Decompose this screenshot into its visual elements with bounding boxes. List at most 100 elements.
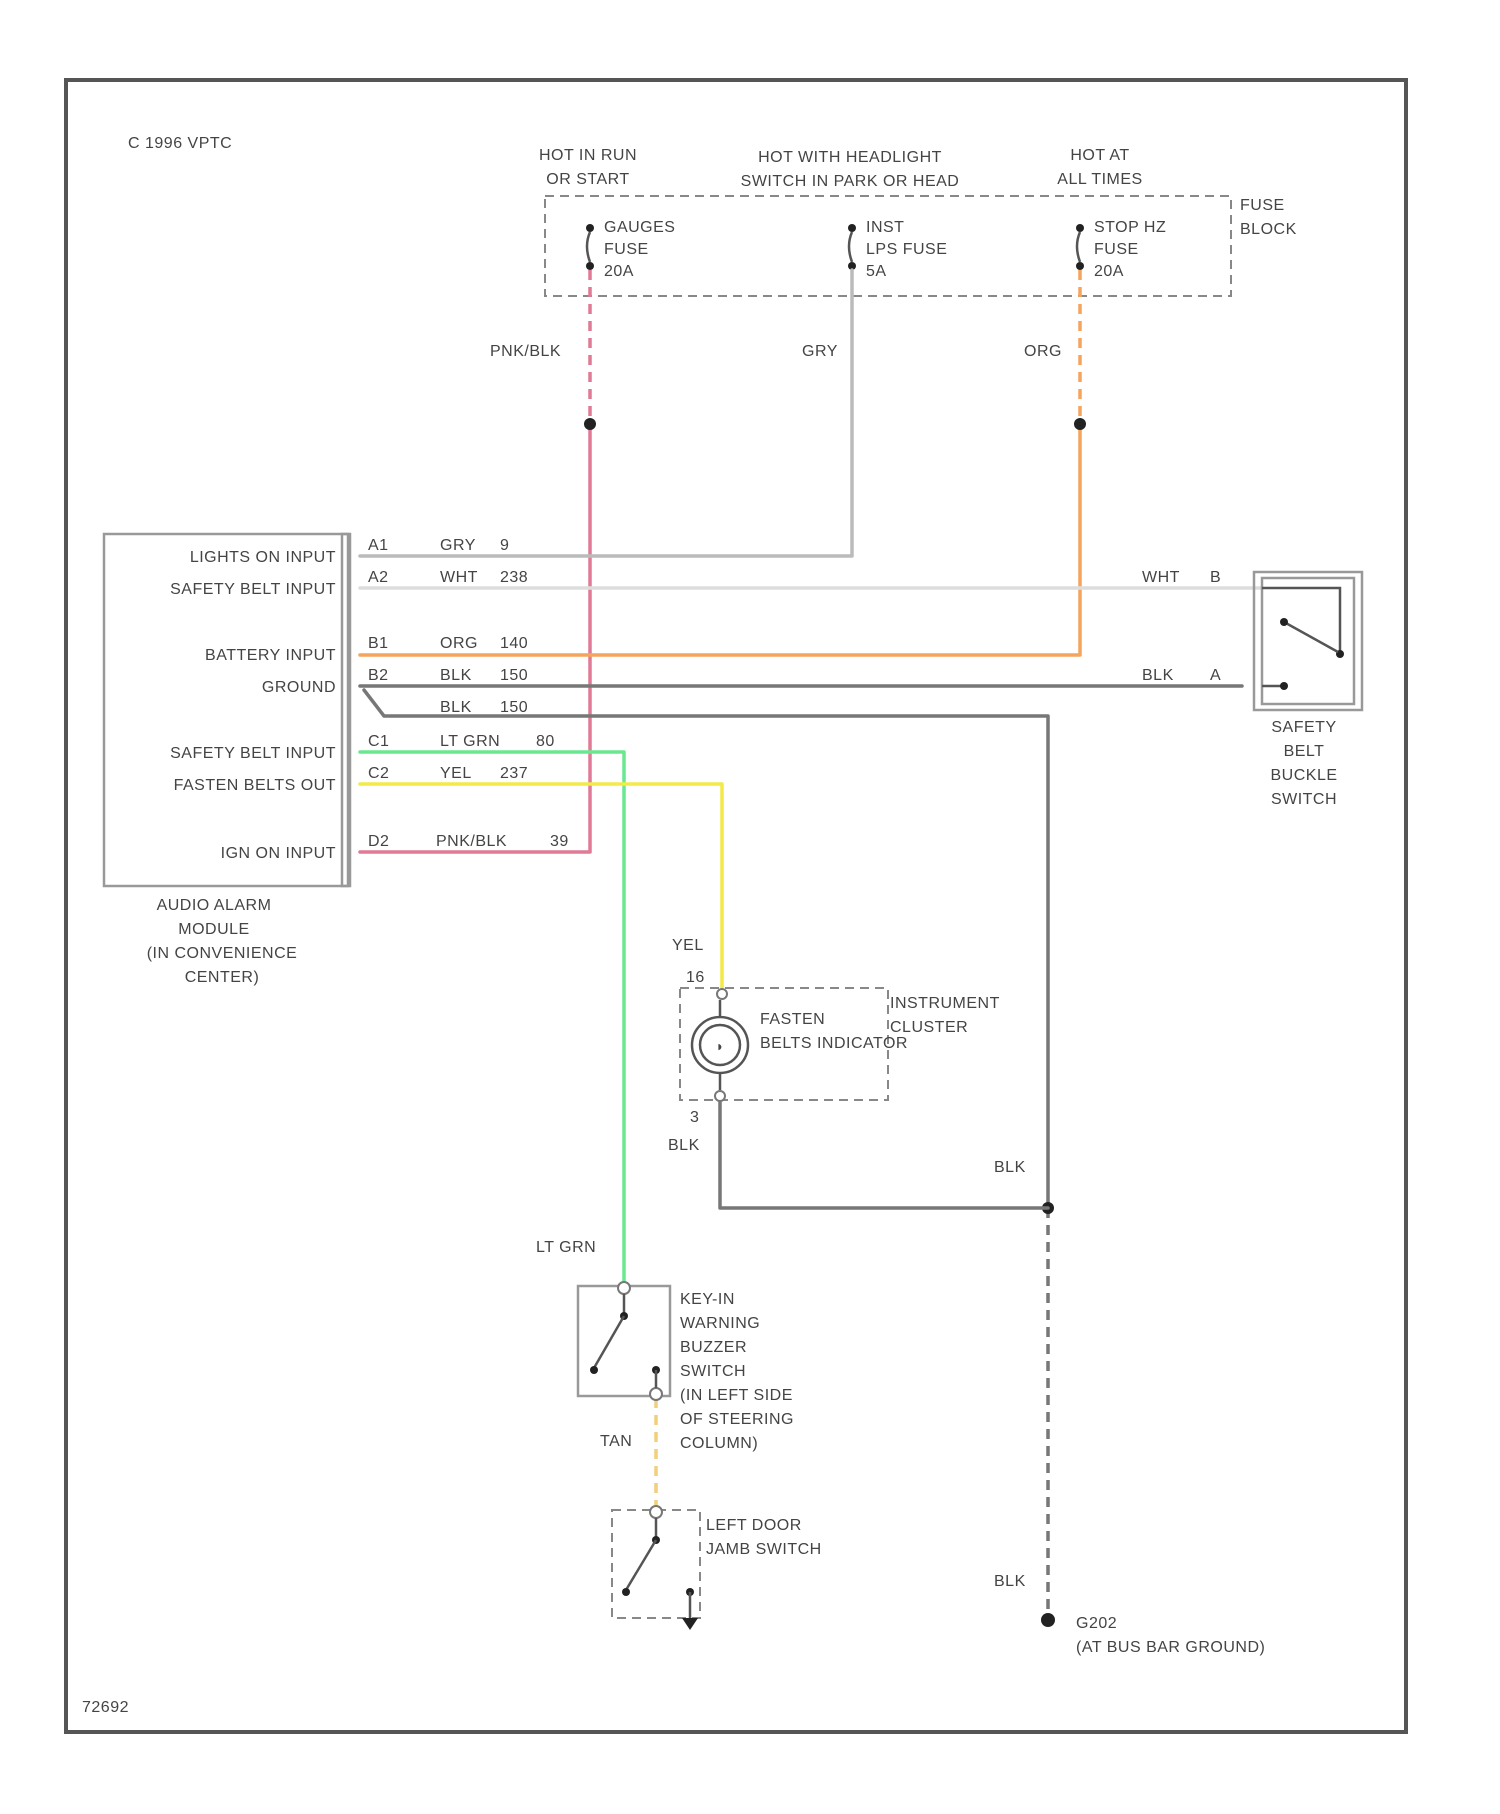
cluster-name-1: INSTRUMENT [890, 995, 1000, 1012]
audio-alarm-module: LIGHTS ON INPUT A1 GRY 9 SAFETY BELT INP… [104, 534, 569, 986]
ground-g202: G202 (AT BUS BAR GROUND) [1041, 1613, 1265, 1656]
module-pin-a2-label: SAFETY BELT INPUT [170, 581, 336, 598]
module-pin-b1-color: ORG [440, 635, 478, 652]
label-wht-b-pin: B [1210, 569, 1221, 586]
fuse-block-label-1: FUSE [1240, 197, 1285, 214]
label-tan: TAN [600, 1433, 632, 1450]
cluster-name-2: CLUSTER [890, 1019, 968, 1036]
door-switch-ground-icon [682, 1618, 698, 1630]
module-pin-c1-color: LT GRN [440, 733, 500, 750]
safety-belt-buckle-switch: SAFETY BELT BUCKLE SWITCH [1254, 572, 1362, 808]
belt-switch-name-3: BUCKLE [1270, 767, 1337, 784]
label-wht-b: WHT [1142, 569, 1180, 586]
gauges-fuse: GAUGES FUSE 20A [586, 219, 675, 280]
module-pin-a2-color: WHT [440, 569, 478, 586]
label-org: ORG [1024, 343, 1062, 360]
module-pin-a2-circuit: 238 [500, 569, 528, 586]
copyright-note: C 1996 VPTC [128, 135, 232, 152]
feed-headlight-1: HOT WITH HEADLIGHT [758, 149, 942, 166]
key-switch-name-5: (IN LEFT SIDE [680, 1387, 793, 1404]
indicator-lamp-glyph: ◗ [716, 1038, 725, 1054]
ground-icon [1041, 1613, 1055, 1627]
indicator-name-1: FASTEN [760, 1011, 825, 1028]
key-switch-name-7: COLUMN) [680, 1435, 758, 1452]
module-pin-b1-label: BATTERY INPUT [205, 647, 336, 664]
figure-code: 72692 [82, 1699, 129, 1716]
module-pin-d2: D2 [368, 833, 389, 850]
module-pin-c2: C2 [368, 765, 389, 782]
module-pin-b2-circuit: 150 [500, 667, 528, 684]
label-blk-ground: BLK [994, 1573, 1026, 1590]
feed-all-times-1: HOT AT [1070, 147, 1129, 164]
gauges-fuse-name: GAUGES [604, 219, 675, 236]
indicator-pin-top: 16 [686, 969, 705, 986]
stop-hz-fuse-rating: 20A [1094, 263, 1124, 280]
wire-lt-grn [360, 752, 624, 1284]
inst-lps-fuse: INST LPS FUSE 5A [848, 219, 947, 280]
module-pin-d2-label: IGN ON INPUT [221, 845, 336, 862]
stop-hz-fuse-type: FUSE [1094, 241, 1139, 258]
module-name-1: AUDIO ALARM [157, 897, 272, 914]
module-pin-c1-label: SAFETY BELT INPUT [170, 745, 336, 762]
feed-run-start-2: OR START [546, 171, 629, 188]
module-pin-c2-label: FASTEN BELTS OUT [174, 777, 336, 794]
inst-lps-fuse-name: INST [866, 219, 904, 236]
ground-name-1: G202 [1076, 1615, 1117, 1632]
module-pin-c2-circuit: 237 [500, 765, 528, 782]
belt-switch-name-1: SAFETY [1271, 719, 1336, 736]
module-pin-b2: B2 [368, 667, 389, 684]
door-switch-name-2: JAMB SWITCH [706, 1541, 822, 1558]
wire-yel [360, 784, 722, 992]
fuse-block-label-2: BLOCK [1240, 221, 1297, 238]
stop-hz-fuse: STOP HZ FUSE 20A [1076, 219, 1166, 280]
module-pin-b2b-circuit: 150 [500, 699, 528, 716]
splice-pnk-blk [584, 418, 596, 430]
belt-switch-name-2: BELT [1284, 743, 1325, 760]
module-pin-d2-color: PNK/BLK [436, 833, 507, 850]
door-switch-name-1: LEFT DOOR [706, 1517, 802, 1534]
gauges-fuse-type: FUSE [604, 241, 649, 258]
key-switch-name-6: OF STEERING [680, 1411, 794, 1428]
module-pin-a1-label: LIGHTS ON INPUT [190, 549, 336, 566]
module-pin-d2-circuit: 39 [550, 833, 569, 850]
module-pin-b2b-color: BLK [440, 699, 472, 716]
label-lt-grn: LT GRN [536, 1239, 596, 1256]
label-pnk-blk: PNK/BLK [490, 343, 561, 360]
key-switch-name-4: SWITCH [680, 1363, 746, 1380]
left-door-jamb-switch: LEFT DOOR JAMB SWITCH [612, 1506, 822, 1630]
feed-all-times-2: ALL TIMES [1057, 171, 1142, 188]
label-blk-right: BLK [994, 1159, 1026, 1176]
key-switch-name-2: WARNING [680, 1315, 760, 1332]
module-pin-b1: B1 [368, 635, 389, 652]
inst-lps-fuse-rating: 5A [866, 263, 887, 280]
feed-run-start-1: HOT IN RUN [539, 147, 637, 164]
module-pin-b1-circuit: 140 [500, 635, 528, 652]
belt-switch-name-4: SWITCH [1271, 791, 1337, 808]
indicator-pin-bottom: 3 [690, 1109, 699, 1126]
label-blk-a: BLK [1142, 667, 1174, 684]
key-switch-name-3: BUZZER [680, 1339, 747, 1356]
module-connector-strip [342, 534, 350, 886]
module-pin-a1: A1 [368, 537, 389, 554]
label-yel: YEL [672, 937, 704, 954]
module-pin-c2-color: YEL [440, 765, 472, 782]
module-name-2: MODULE [178, 921, 249, 938]
stop-hz-fuse-name: STOP HZ [1094, 219, 1166, 236]
module-name-3: (IN CONVENIENCE [147, 945, 298, 962]
indicator-name-2: BELTS INDICATOR [760, 1035, 908, 1052]
key-in-warning-buzzer-switch: KEY-IN WARNING BUZZER SWITCH (IN LEFT SI… [578, 1282, 794, 1452]
key-switch-name-1: KEY-IN [680, 1291, 735, 1308]
gauges-fuse-rating: 20A [604, 263, 634, 280]
fasten-belts-indicator: ◗ 16 3 FASTEN BELTS INDICATOR INSTRUMENT… [680, 969, 1000, 1126]
module-pin-a1-color: GRY [440, 537, 476, 554]
module-pin-b2-label: GROUND [262, 679, 336, 696]
label-gry: GRY [802, 343, 838, 360]
module-pin-c1: C1 [368, 733, 389, 750]
inst-lps-fuse-type: LPS FUSE [866, 241, 947, 258]
module-pin-a2: A2 [368, 569, 389, 586]
module-name-4: CENTER) [185, 969, 260, 986]
module-pin-b2-color: BLK [440, 667, 472, 684]
feed-headlight-2: SWITCH IN PARK OR HEAD [741, 173, 960, 190]
ground-name-2: (AT BUS BAR GROUND) [1076, 1639, 1265, 1656]
